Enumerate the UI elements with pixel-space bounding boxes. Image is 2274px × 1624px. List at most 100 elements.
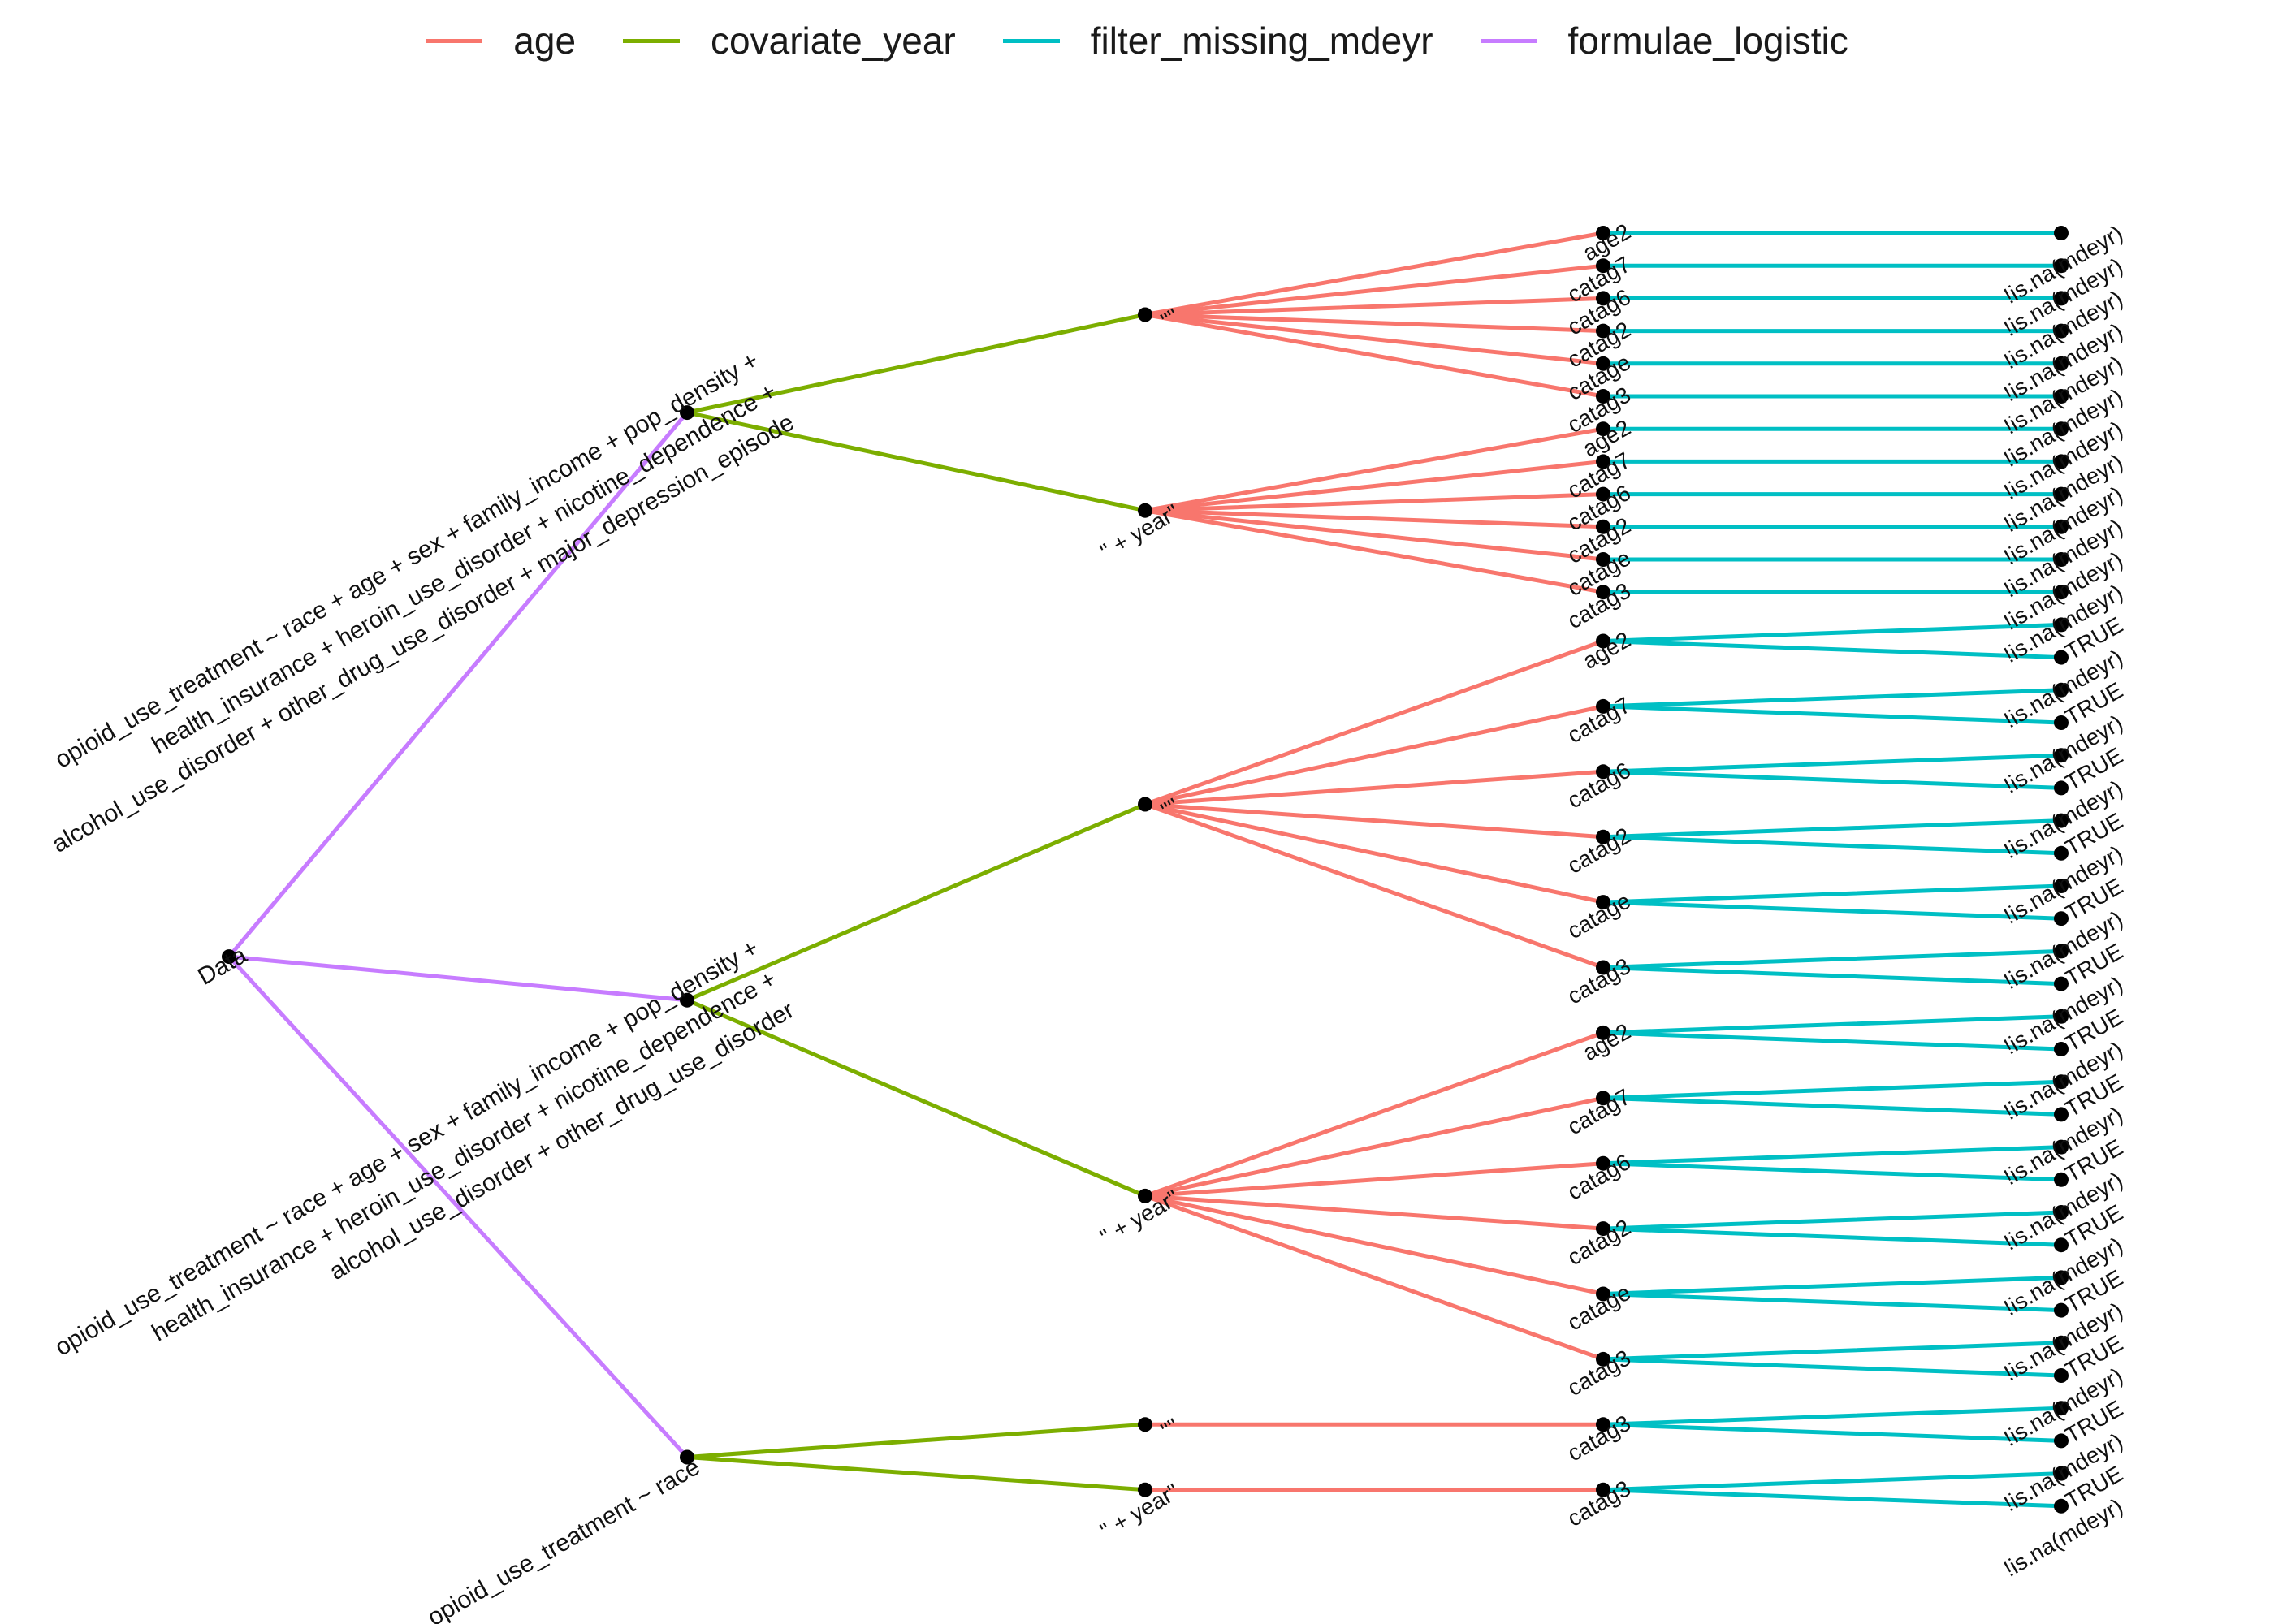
filter-node (2054, 486, 2069, 502)
filter-node (2054, 1139, 2069, 1155)
filter-edge (1601, 753, 2064, 774)
filter-node (2054, 1237, 2069, 1253)
filter-edge (1601, 965, 2064, 987)
filter-node (2054, 715, 2069, 730)
filter-node (2054, 650, 2069, 665)
covariate-node (1138, 1482, 1152, 1497)
age-node (1596, 356, 1610, 371)
legend-swatch (426, 38, 483, 43)
filter-edge (1601, 835, 2064, 856)
formula-node (680, 1449, 694, 1465)
filter-node (2054, 748, 2069, 763)
filter-node (2054, 1335, 2069, 1350)
age-label: age2 (1579, 627, 1635, 674)
filter-edge (1601, 1210, 2064, 1231)
filter-node (2054, 617, 2069, 633)
formula-label-line: health_insurance + heroin_use_disorder +… (148, 965, 781, 1346)
filter-node (2054, 421, 2069, 437)
filter-node (2054, 780, 2069, 796)
formula-label-line: opioid_use_treatment ~ race + age + sex … (50, 347, 763, 774)
age-edge (1143, 802, 1606, 840)
age-node (1596, 764, 1610, 780)
age-edge (1143, 508, 1606, 529)
formula-label-line: alcohol_use_disorder + other_drug_use_di… (47, 409, 798, 858)
age-edge (1143, 802, 1606, 970)
filter-edge (1601, 704, 2064, 725)
filter-edge (1601, 639, 2064, 660)
formula-node (680, 992, 694, 1008)
root-label-line: Data (193, 941, 252, 990)
formula-label-line: health_insurance + heroin_use_disorder +… (148, 378, 781, 758)
covariate-node (1138, 503, 1152, 518)
covariate-edge (685, 410, 1148, 513)
age-edge (1143, 313, 1606, 366)
age-edge (1143, 459, 1606, 513)
filter-node (2054, 944, 2069, 959)
filter-edge (1601, 948, 2064, 970)
filter-edge (1601, 688, 2064, 709)
age-node (1596, 486, 1610, 502)
filter-node (2054, 976, 2069, 991)
root-label: Data (193, 941, 252, 990)
age-node (1596, 519, 1610, 534)
filter-node (2054, 1074, 2069, 1090)
formula-label: opioid_use_treatment ~ race + age + sex … (11, 347, 798, 857)
filter-edge (1601, 1161, 2064, 1182)
age-edge (1143, 1194, 1606, 1231)
age-node (1596, 552, 1610, 567)
legend-swatch (623, 38, 681, 43)
filter-node (2054, 258, 2069, 274)
age-edge (1143, 639, 1606, 806)
filter-node (2054, 519, 2069, 534)
legend-item-covariate-year: covariate_year (623, 19, 956, 63)
filter-edge (1601, 1341, 2064, 1362)
age-label: age2 (1579, 1018, 1635, 1065)
formula-label-line: opioid_use_treatment ~ race + age + sex … (50, 935, 763, 1362)
covariate-label: "" (1156, 1414, 1183, 1444)
filter-node (2054, 1433, 2069, 1449)
age-node (1596, 1482, 1610, 1497)
filter-node (2054, 585, 2069, 600)
filter-edge (1601, 1014, 2064, 1035)
filter-node (2054, 1498, 2069, 1514)
covariate-node (1138, 1188, 1152, 1203)
covariate-label-line: "" (1156, 1414, 1183, 1444)
age-edge (1143, 313, 1606, 399)
filter-edge (1601, 1422, 2064, 1443)
age-edge (1143, 1194, 1606, 1362)
root-node (222, 949, 236, 965)
covariate-node (1138, 1417, 1152, 1432)
age-node (1596, 421, 1610, 437)
age-node (1596, 1351, 1610, 1367)
filter-edge (1601, 769, 2064, 790)
filter-edge (1601, 622, 2064, 643)
age-node (1596, 1417, 1610, 1432)
formula-label-line: opioid_use_treatment ~ race (423, 1453, 705, 1624)
filter-node (2054, 879, 2069, 893)
filter-node (2054, 1107, 2069, 1122)
formula-node (680, 405, 694, 421)
legend-swatch (1002, 38, 1060, 43)
filter-edge (1601, 1030, 2064, 1052)
age-edge (1143, 704, 1606, 806)
age-edge (1143, 769, 1606, 806)
age-node (1596, 454, 1610, 469)
filter-node (2054, 1401, 2069, 1416)
filter-node (2054, 911, 2069, 926)
filter-edge (1601, 1292, 2064, 1313)
filter-edge (1601, 1095, 2064, 1116)
age-node (1596, 1025, 1610, 1040)
age-edge (1143, 1161, 1606, 1199)
filter-node (2054, 1009, 2069, 1024)
covariate-edge (685, 1455, 1148, 1492)
age-edge (1143, 508, 1606, 594)
filter-node (2054, 1270, 2069, 1285)
legend-swatch (1480, 38, 1537, 43)
covariate-edge (685, 802, 1148, 1003)
age-edge (1143, 296, 1606, 317)
filter-node (2054, 682, 2069, 698)
filter-node (2054, 1466, 2069, 1481)
age-node (1596, 829, 1610, 844)
age-node (1596, 258, 1610, 274)
